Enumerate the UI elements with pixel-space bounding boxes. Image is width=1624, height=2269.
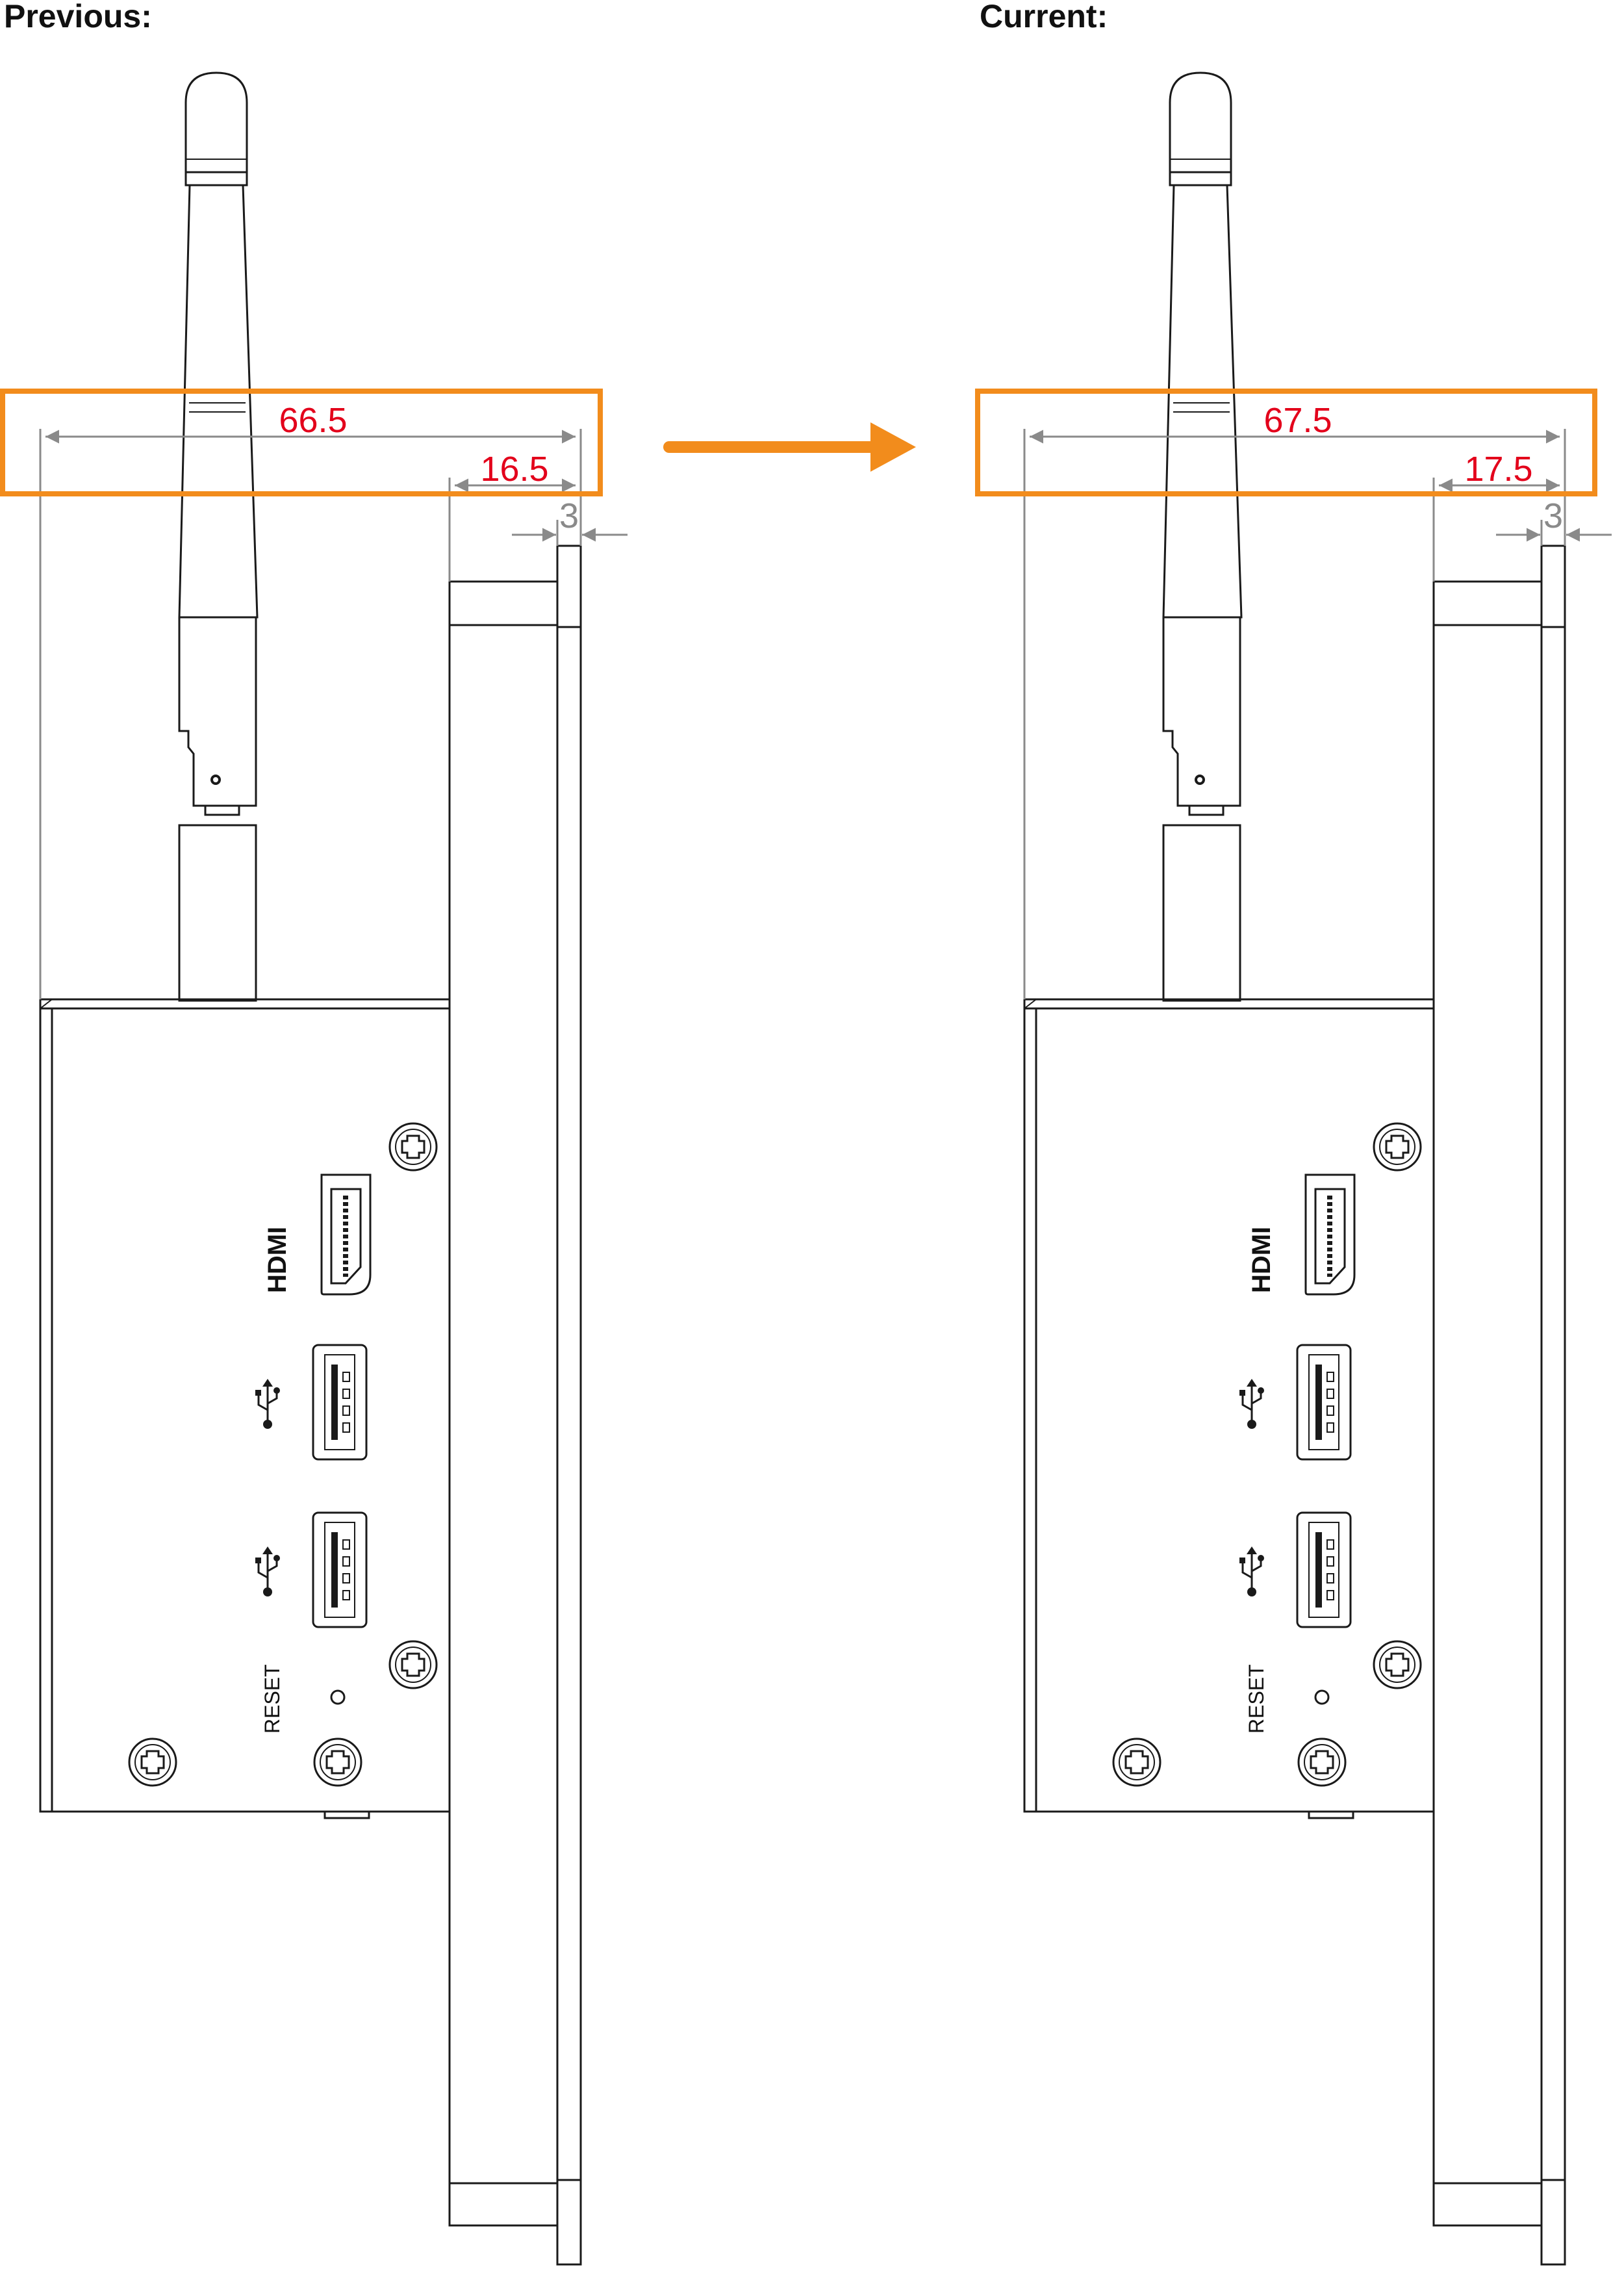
reset-label: RESET [1245, 1664, 1268, 1734]
dimension-total-label: 67.5 [1263, 401, 1332, 440]
reset-label: RESET [260, 1664, 284, 1734]
panel-current: Current: 67.5 17.5 3 RESET [975, 0, 1612, 2264]
dimension-offset-label: 17.5 [1464, 450, 1532, 489]
dimension-bezel-label: 3 [1543, 496, 1563, 535]
dimension-offset-label: 16.5 [480, 450, 548, 489]
panel-previous: Previous: 66.5 16.5 3 RESET [0, 0, 628, 2264]
panel-heading: Previous: [4, 0, 152, 34]
highlight-box [975, 389, 1597, 496]
dimension-total-label: 66.5 [279, 401, 347, 440]
highlight-box [0, 389, 603, 496]
dimension-bezel-label: 3 [559, 496, 579, 535]
arrow-right-icon [663, 422, 916, 472]
panel-heading: Current: [980, 0, 1108, 34]
